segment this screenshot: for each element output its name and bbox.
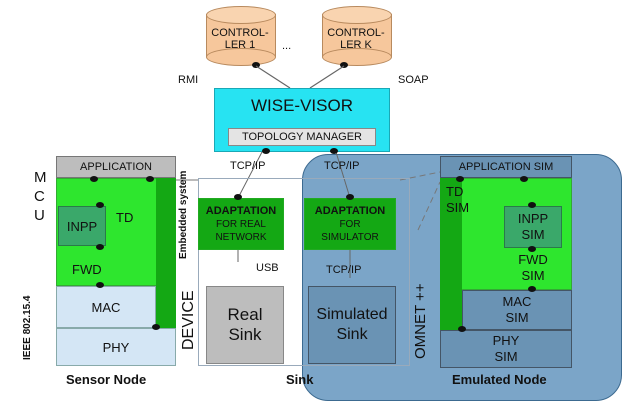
embedded-system-label: Embedded system: [178, 170, 189, 260]
adaptation-real-sub2: NETWORK: [215, 231, 267, 243]
mac-sim-layer: MAC SIM: [462, 290, 572, 330]
td-sim-l2: SIM: [446, 200, 470, 215]
inpp-box: INPP: [58, 206, 106, 246]
application-layer: APPLICATION: [56, 156, 176, 178]
real-sink-l1: Real: [227, 305, 263, 324]
real-sink: Real Sink: [206, 286, 284, 364]
phy-layer: PHY: [56, 328, 176, 366]
tcpip-left: TCP/IP: [230, 160, 266, 172]
controller-k-label-l1: CONTROL-: [327, 27, 385, 39]
simulated-sink: Simulated Sink: [308, 286, 396, 364]
application-sim-layer: APPLICATION SIM: [440, 156, 572, 178]
td-sim-label: TD SIM: [446, 184, 469, 216]
mcu-letter-c: C: [34, 188, 45, 205]
emu-left-strip: [440, 178, 462, 330]
tcpip-sink: TCP/IP: [326, 264, 362, 276]
ellipsis: ...: [282, 40, 292, 52]
mcu-letter-u: U: [34, 207, 45, 224]
phy-sim-l1: PHY: [492, 333, 520, 348]
fwd-label: FWD: [72, 262, 102, 277]
mac-sim-l2: SIM: [505, 310, 529, 325]
adaptation-sim-text: ADAPTATION FOR SIMULATOR: [304, 200, 396, 248]
mcu-right-strip: [156, 178, 176, 328]
fwd-sim-l2: SIM: [521, 268, 545, 283]
sink-label: Sink: [286, 372, 314, 387]
topology-manager: TOPOLOGY MANAGER: [228, 128, 376, 146]
soap-label: SOAP: [398, 74, 429, 86]
fwd-sim-l1: FWD: [518, 252, 548, 267]
ieee-label: IEEE 802.15.4: [22, 295, 33, 361]
adaptation-real-text: ADAPTATION FOR REAL NETWORK: [198, 200, 284, 248]
tcpip-right: TCP/IP: [324, 160, 360, 172]
adaptation-sim-sub2: SIMULATOR: [321, 231, 379, 243]
sensor-node-label: Sensor Node: [66, 372, 147, 387]
inpp-sim-l1: INPP: [517, 211, 549, 226]
td-label: TD: [116, 210, 134, 225]
controller-1-label-l1: CONTROL-: [211, 27, 269, 39]
mac-sim-l1: MAC: [502, 294, 532, 309]
inpp-sim-box: INPP SIM: [504, 206, 562, 248]
adaptation-sim-title: ADAPTATION: [314, 204, 386, 217]
simulated-sink-l2: Sink: [336, 326, 368, 343]
adaptation-real-sub1: FOR REAL: [215, 218, 266, 230]
rmi-label: RMI: [178, 74, 199, 86]
sink-outline: [198, 178, 410, 366]
simulated-sink-l1: Simulated: [316, 306, 388, 323]
phy-sim-l2: SIM: [494, 349, 518, 364]
phy-sim-layer: PHY SIM: [440, 330, 572, 368]
fwd-sim-label: FWD SIM: [504, 252, 562, 284]
device-label: DEVICE: [180, 290, 197, 350]
real-sink-l2: Sink: [228, 325, 262, 344]
adaptation-real-title: ADAPTATION: [205, 204, 277, 217]
wisevisor-title: WISE-VISOR: [250, 96, 353, 115]
usb-label: USB: [256, 262, 279, 274]
emulated-node-label: Emulated Node: [452, 372, 547, 387]
adaptation-sim-sub1: FOR: [339, 218, 361, 230]
mcu-letter-m: M: [34, 169, 47, 186]
td-sim-l1: TD: [446, 184, 464, 199]
mac-layer: MAC: [56, 286, 156, 328]
mcu-label: M C U: [34, 168, 48, 225]
controller-1-label-l2: LER 1: [224, 39, 256, 51]
omnet-label: OMNET ++: [412, 283, 429, 359]
inpp-sim-l2: SIM: [521, 227, 545, 242]
controller-k-label-l2: LER K: [340, 39, 372, 51]
